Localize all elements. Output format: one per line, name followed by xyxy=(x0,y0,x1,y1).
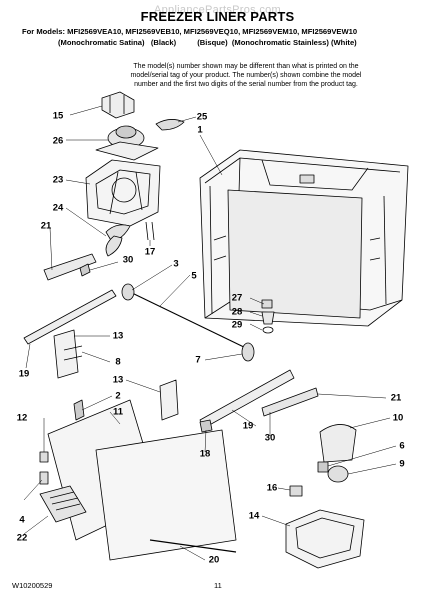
right-rail-part-21 xyxy=(261,387,319,417)
callout-23: 23 xyxy=(52,174,64,186)
callout-3: 3 xyxy=(173,258,179,270)
slide-part-19-right xyxy=(199,369,295,429)
note-line-1: The model(s) number shown may be differe… xyxy=(133,63,359,70)
callout-10: 10 xyxy=(392,412,404,424)
fan-housing-part-23 xyxy=(85,159,161,227)
part-27 xyxy=(261,299,273,309)
part-12 xyxy=(39,451,49,463)
callout-29: 29 xyxy=(231,319,243,331)
page-number: 11 xyxy=(214,581,222,590)
callout-22: 22 xyxy=(16,532,28,544)
callout-9: 9 xyxy=(399,458,405,470)
callout-21-right: 21 xyxy=(390,392,402,404)
lamp-part-9 xyxy=(327,465,349,483)
note-line-3: number and the first two digits of the s… xyxy=(134,81,358,88)
slide-part-19-left xyxy=(23,289,117,345)
bracket-part-13-right xyxy=(159,379,179,421)
screw-part-30 xyxy=(79,263,91,277)
callout-16: 16 xyxy=(266,482,278,494)
callout-6: 6 xyxy=(399,440,405,452)
fan-blade-part-24 xyxy=(105,224,131,257)
screw-part-18 xyxy=(199,419,213,433)
watermark: AppliancePartsPros.com xyxy=(153,4,282,16)
callout-11: 11 xyxy=(112,406,124,418)
callout-19-right: 19 xyxy=(242,420,254,432)
part-28 xyxy=(261,311,275,325)
callout-5: 5 xyxy=(191,270,197,282)
clip-part-25 xyxy=(155,119,185,131)
callout-20: 20 xyxy=(208,554,220,566)
gear-part-3 xyxy=(121,283,135,301)
bracket-part-8 xyxy=(63,345,83,361)
part-16 xyxy=(289,485,303,497)
callout-13-lower: 13 xyxy=(112,374,124,386)
callout-13-upper: 13 xyxy=(112,330,124,342)
part-2 xyxy=(73,399,85,421)
fan-motor-part-26 xyxy=(95,125,159,161)
callout-30-left: 30 xyxy=(122,254,134,266)
lower-panel-part-20 xyxy=(95,429,237,561)
callout-26: 26 xyxy=(52,135,64,147)
callout-19-left: 19 xyxy=(18,368,30,380)
freezer-basket-part xyxy=(199,149,409,327)
cover-part-10 xyxy=(319,424,357,463)
callout-1: 1 xyxy=(197,124,203,136)
callout-7: 7 xyxy=(195,354,201,366)
color-list: (Monochromatic Satina) (Black) (Bisque) … xyxy=(58,38,357,47)
callout-21-left: 21 xyxy=(40,220,52,232)
gear-part-7 xyxy=(241,342,255,362)
callout-30-right: 30 xyxy=(264,432,276,444)
callout-8: 8 xyxy=(115,356,121,368)
callout-4: 4 xyxy=(19,514,25,526)
shaft-part-5 xyxy=(129,291,251,351)
socket-part-6 xyxy=(317,461,329,473)
callout-18: 18 xyxy=(199,448,211,460)
callout-12: 12 xyxy=(16,412,28,424)
callout-17: 17 xyxy=(144,246,156,258)
bracket-part-13-left xyxy=(53,329,79,379)
callout-25: 25 xyxy=(196,111,208,123)
callout-27: 27 xyxy=(231,292,243,304)
callout-14: 14 xyxy=(248,510,260,522)
callout-24: 24 xyxy=(52,202,64,214)
screw-part-17 xyxy=(145,221,155,241)
model-list: For Models: MFI2569VEA10, MFI2569VEB10, … xyxy=(22,27,358,36)
note-line-2: model/serial tag of your product. The nu… xyxy=(130,72,362,79)
grille-part-22 xyxy=(39,485,87,523)
callout-15: 15 xyxy=(52,110,64,122)
document-number: W10200529 xyxy=(12,581,53,590)
left-rail-part-21 xyxy=(43,253,97,281)
leader-lines xyxy=(23,105,397,561)
diagram-title: FREEZER LINER PARTS xyxy=(140,9,295,24)
bracket-part-15 xyxy=(101,91,135,119)
callout-2: 2 xyxy=(115,390,121,402)
part-29 xyxy=(262,326,274,334)
part-4 xyxy=(39,471,49,485)
callout-28: 28 xyxy=(231,306,243,318)
